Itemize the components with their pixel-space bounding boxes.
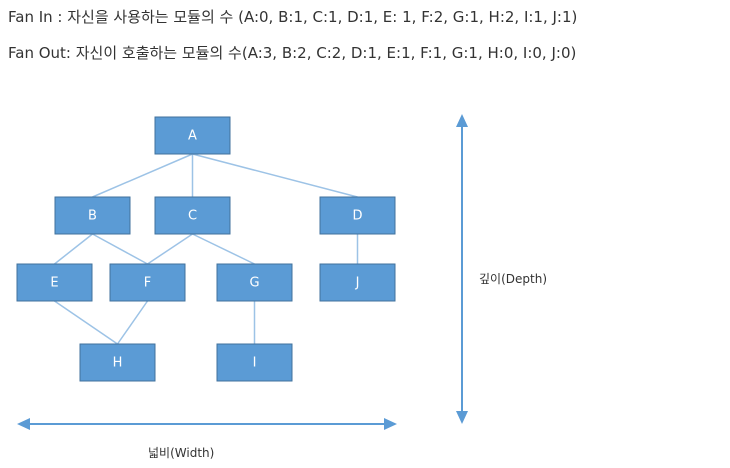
node-label-a: A: [188, 129, 197, 144]
edges-layer: [54, 153, 359, 345]
node-d: D: [319, 196, 396, 235]
node-f: F: [109, 263, 186, 302]
node-label-b: B: [88, 209, 97, 224]
edge-b-e: [54, 233, 93, 265]
node-label-h: H: [113, 356, 123, 371]
node-e: E: [16, 263, 93, 302]
node-g: G: [216, 263, 293, 302]
width-arrow: [17, 418, 397, 430]
depth-arrow: [456, 114, 468, 424]
node-label-f: F: [144, 276, 151, 291]
node-box-d: [319, 196, 396, 235]
node-label-i: I: [253, 356, 257, 371]
node-a: A: [154, 116, 231, 155]
node-label-c: C: [188, 209, 197, 224]
edge-c-g: [192, 233, 255, 265]
node-box-f: [109, 263, 186, 302]
node-box-b: [54, 196, 131, 235]
node-box-h: [79, 343, 156, 382]
fan-out-text: Fan Out: 자신이 호출하는 모듈의 수(A:3, B:2, C:2, D…: [8, 44, 577, 62]
node-label-j: J: [355, 276, 360, 291]
node-c: C: [154, 196, 231, 235]
fan-in-text: Fan In : 자신을 사용하는 모듈의 수 (A:0, B:1, C:1, …: [8, 8, 578, 26]
edge-f-h: [116, 300, 149, 345]
edge-a-d: [192, 153, 358, 198]
edge-c-f: [147, 233, 193, 265]
node-i: I: [216, 343, 293, 382]
depth-label: 깊이(Depth): [479, 272, 547, 286]
node-j: J: [319, 263, 396, 302]
node-label-g: G: [249, 276, 259, 291]
node-box-j: [319, 263, 396, 302]
node-h: H: [79, 343, 156, 382]
node-b: B: [54, 196, 131, 235]
node-label-d: D: [352, 209, 362, 224]
node-label-e: E: [50, 276, 58, 291]
node-box-i: [216, 343, 293, 382]
node-box-a: [154, 116, 231, 155]
edge-e-h: [54, 300, 118, 345]
nodes-layer: A B C D E F G J H I: [16, 116, 396, 382]
edge-b-f: [92, 233, 148, 265]
width-label: 넓비(Width): [148, 446, 215, 460]
edge-a-b: [92, 153, 193, 198]
node-box-e: [16, 263, 93, 302]
node-box-c: [154, 196, 231, 235]
node-box-g: [216, 263, 293, 302]
